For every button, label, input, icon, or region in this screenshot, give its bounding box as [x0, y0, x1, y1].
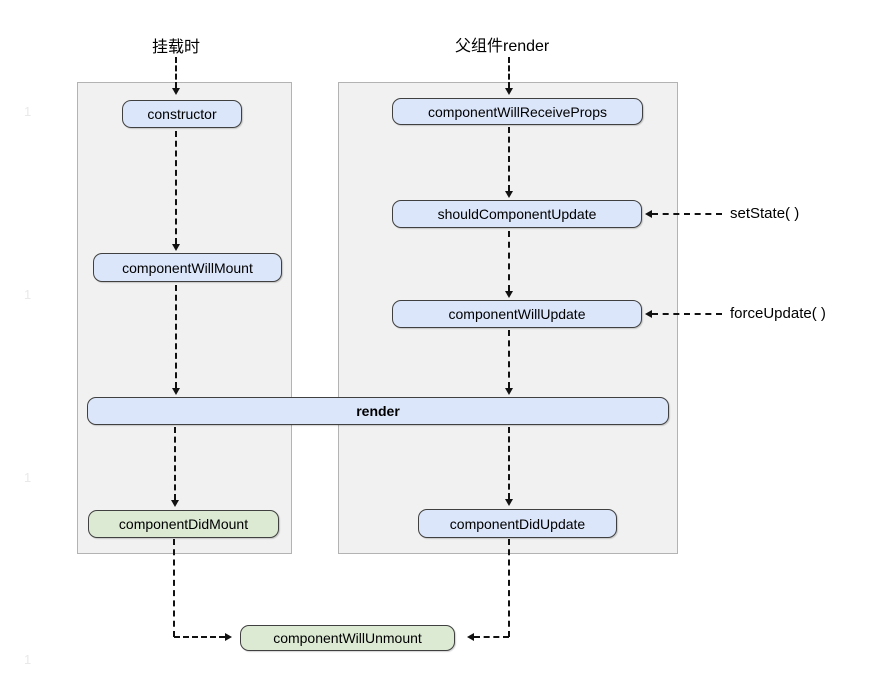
arrow-receiveprops-to-shouldupdate — [505, 127, 513, 198]
arrow-willupdate-to-render — [505, 330, 513, 395]
arrow-parent-header-to-receiveprops — [505, 57, 513, 95]
arrow-constructor-to-willmount — [172, 131, 180, 251]
node-render: render — [87, 397, 669, 425]
arrow-forceupdate-to-willupdate — [645, 310, 722, 318]
arrow-didupdate-to-unmount-horizontal — [467, 633, 509, 641]
margin-artifact: 1 — [24, 470, 32, 485]
arrow-mount-header-to-constructor — [172, 57, 180, 95]
node-componentdidupdate: componentDidUpdate — [418, 509, 617, 538]
mount-column-panel — [77, 82, 292, 554]
forceupdate-annotation: forceUpdate( ) — [730, 305, 826, 322]
margin-artifact: 1 — [24, 652, 32, 667]
margin-artifact: 1 — [24, 287, 32, 302]
arrow-shouldupdate-to-willupdate — [505, 231, 513, 298]
node-componentwillunmount: componentWillUnmount — [240, 625, 455, 651]
node-componentdidmount: componentDidMount — [88, 510, 279, 538]
arrow-render-to-didmount — [171, 427, 179, 507]
setstate-annotation: setState( ) — [730, 205, 800, 222]
arrow-willmount-to-render — [172, 285, 180, 395]
node-componentwillreceiveprops: componentWillReceiveProps — [392, 98, 643, 125]
parent-render-column-header: 父组件render — [455, 38, 550, 55]
mount-column-header: 挂载时 — [152, 39, 201, 56]
arrow-render-to-didupdate — [505, 427, 513, 506]
node-componentwillmount: componentWillMount — [93, 253, 282, 282]
margin-artifact: 1 — [24, 104, 32, 119]
node-componentwillupdate: componentWillUpdate — [392, 300, 642, 328]
node-constructor: constructor — [122, 100, 242, 128]
arrow-didmount-to-unmount-vertical — [173, 539, 175, 637]
arrow-didmount-to-unmount-horizontal — [174, 633, 232, 641]
node-shouldcomponentupdate: shouldComponentUpdate — [392, 200, 642, 228]
arrow-didupdate-to-unmount-vertical — [508, 539, 510, 637]
arrow-setstate-to-shouldupdate — [645, 210, 722, 218]
